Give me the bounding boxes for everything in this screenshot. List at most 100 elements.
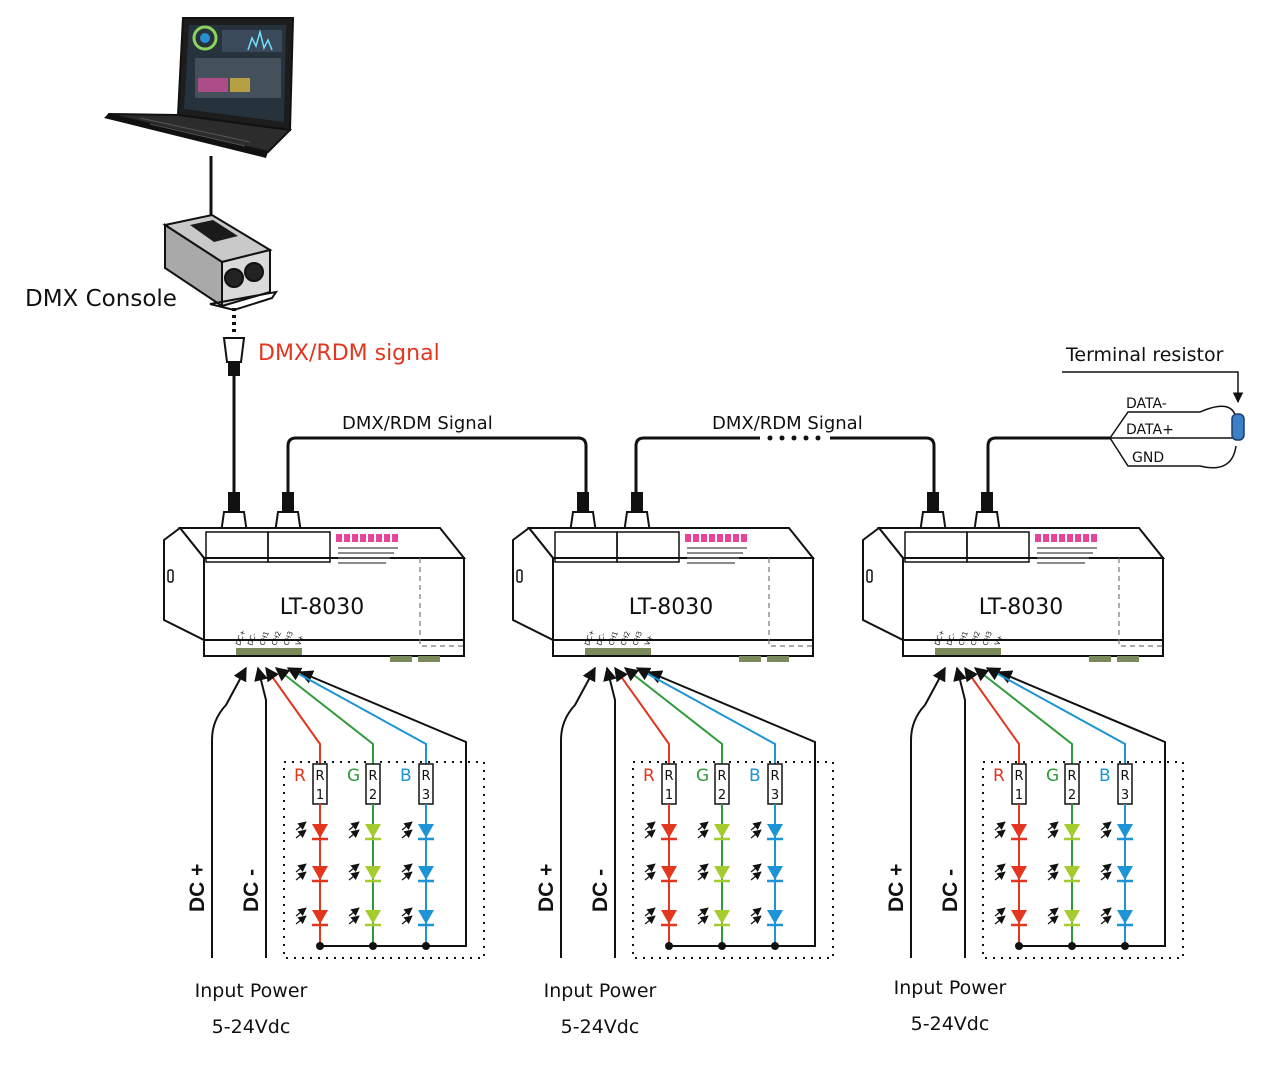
- dc-minus-label: DC -: [939, 869, 962, 912]
- input-power-label: Input Power: [894, 977, 1007, 999]
- led-channel: R3B: [635, 667, 783, 950]
- channel-letter: G: [696, 766, 709, 786]
- led-icon: [1047, 821, 1080, 841]
- led-strip-frame: [283, 761, 485, 959]
- terminal-arrow: [1062, 371, 1244, 404]
- pin-label: V+: [643, 634, 654, 647]
- voltage-label: 5-24Vdc: [911, 1013, 990, 1035]
- decoder-box: [512, 526, 816, 662]
- dmx-signal-label: DMX/RDM signal: [258, 341, 440, 366]
- dc-minus-wire: [953, 666, 967, 958]
- resistor-label: 1: [665, 788, 673, 803]
- led-icon: [697, 821, 730, 841]
- led-icon: [348, 907, 381, 927]
- resistor-label: 2: [718, 788, 726, 803]
- dmx-console-icon: [162, 213, 279, 312]
- resistor-label: 2: [1068, 788, 1076, 803]
- led-icon: [1047, 863, 1080, 883]
- vplus-wire: [997, 670, 1166, 947]
- link-signal-label-2: DMX/RDM Signal: [712, 413, 863, 434]
- pin-label: V+: [294, 634, 305, 647]
- input-power-label: Input Power: [544, 980, 657, 1002]
- led-icon: [1100, 863, 1133, 883]
- led-icon: [1100, 821, 1133, 841]
- channel-letter: B: [1099, 766, 1111, 786]
- dc-minus-label: DC -: [589, 869, 612, 912]
- resistor-label: 1: [316, 788, 324, 803]
- led-icon: [644, 863, 677, 883]
- terminal-resistor-label: Terminal resistor: [1065, 344, 1224, 366]
- resistor-label: 2: [369, 788, 377, 803]
- channel-letter: B: [749, 766, 761, 786]
- input-power-label: Input Power: [195, 980, 308, 1002]
- led-icon: [750, 821, 783, 841]
- channel-letter: B: [400, 766, 412, 786]
- ellipsis-dots: [767, 435, 821, 441]
- voltage-label: 5-24Vdc: [212, 1016, 291, 1038]
- led-channel: R 2G: [274, 667, 381, 950]
- led-icon: [1047, 907, 1080, 927]
- led-icon: [295, 863, 328, 883]
- led-icon: [994, 863, 1027, 883]
- wire-label-gnd: GND: [1132, 450, 1164, 466]
- wire-label-data-minus: DATA-: [1126, 396, 1167, 412]
- decoder-model-label: LT-8030: [979, 595, 1064, 620]
- link-cables: [232, 376, 1110, 494]
- resistor-label: R: [1067, 769, 1076, 784]
- resistor-label: R: [1120, 769, 1129, 784]
- led-icon: [750, 907, 783, 927]
- dc-plus-wire: [211, 666, 247, 958]
- dc-plus-label: DC +: [535, 864, 558, 912]
- channel-letter: G: [347, 766, 360, 786]
- led-icon: [295, 907, 328, 927]
- decoder-box: [862, 526, 1166, 662]
- resistor-label: R: [421, 769, 430, 784]
- led-icon: [401, 907, 434, 927]
- led-icon: [750, 863, 783, 883]
- led-icon: [697, 863, 730, 883]
- dc-plus-label: DC +: [885, 864, 908, 912]
- led-icon: [644, 821, 677, 841]
- channel-letter: G: [1046, 766, 1059, 786]
- resistor-icon: [1231, 413, 1245, 441]
- resistor-label: R: [1014, 769, 1023, 784]
- channel-letter: R: [643, 766, 655, 786]
- resistor-label: R: [717, 769, 726, 784]
- led-icon: [644, 907, 677, 927]
- decoder-model-label: LT-8030: [280, 595, 365, 620]
- resistor-label: R: [368, 769, 377, 784]
- led-icon: [348, 821, 381, 841]
- decoder-model-label: LT-8030: [629, 595, 714, 620]
- laptop-icon: [104, 17, 295, 158]
- led-channel: R 3B: [286, 667, 434, 950]
- led-channel: R1R: [614, 666, 677, 950]
- dc-minus-wire: [603, 666, 617, 958]
- dc-plus-wire: [560, 666, 596, 958]
- led-channel: R 2G: [623, 667, 730, 950]
- resistor-label: R: [770, 769, 779, 784]
- resistor-label: R: [664, 769, 673, 784]
- led-channel: R 3B: [985, 667, 1133, 950]
- led-icon: [401, 863, 434, 883]
- led-icon: [348, 863, 381, 883]
- resistor-label: 3: [422, 788, 430, 803]
- resistor-label: 3: [1121, 788, 1129, 803]
- wire-label-data-plus: DATA+: [1126, 422, 1174, 438]
- led-icon: [697, 907, 730, 927]
- led-icon: [295, 821, 328, 841]
- channel-letter: R: [993, 766, 1005, 786]
- terminal-wires: [1109, 405, 1240, 469]
- led-channel: R1R: [964, 666, 1027, 950]
- resistor-label: 1: [1015, 788, 1023, 803]
- vplus-wire: [298, 670, 467, 947]
- led-strip-frame: [632, 761, 834, 959]
- dc-minus-wire: [254, 666, 268, 958]
- led-icon: [994, 821, 1027, 841]
- led-strip-frame: [982, 761, 1184, 959]
- resistor-label: R: [315, 769, 324, 784]
